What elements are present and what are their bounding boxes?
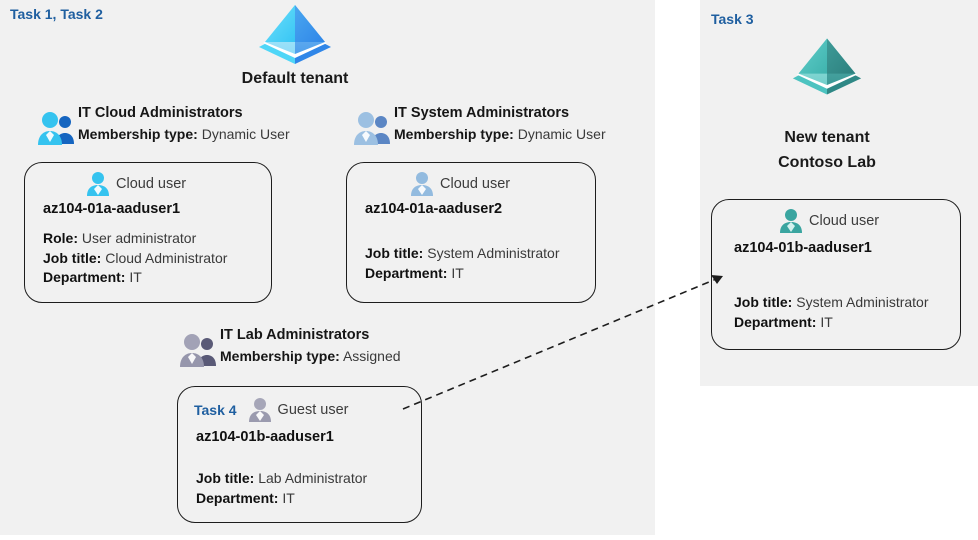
card-attr-value: User administrator [81,230,197,246]
group-users-icon [354,112,390,145]
card-attr-value: Lab Administrator [258,470,368,486]
card-username: az104-01a-aaduser1 [43,201,181,217]
cloud-user-icon [411,172,433,196]
group-membership-type: Membership type: Assigned [220,345,401,367]
card-attr-row: Department: IT [43,268,227,288]
user-card-az104-01a-aaduser1: Cloud user az104-01a-aaduser1 Role: User… [24,162,272,303]
card-attr-label: Department: [734,313,817,330]
group-text-block: IT Lab Administrators Membership type: A… [220,325,401,367]
user-card-az104-01a-aaduser2: Cloud user az104-01a-aaduser2 Job title:… [346,162,596,303]
group-name: IT Cloud Administrators [78,105,243,121]
task-label-3: Task 3 [711,11,754,27]
task-label-4: Task 4 [194,402,237,418]
card-attr-row: Job title: Lab Administrator [196,469,367,489]
group-name: IT System Administrators [394,105,570,121]
card-attr-row: Department: IT [365,264,560,284]
user-card-az104-01b-aaduser1-cloud: Cloud user az104-01b-aaduser1 Job title:… [711,199,961,350]
guest-user-icon [248,398,271,422]
group-membership-type: Membership type: Dynamic User [78,123,290,145]
card-attributes: Job title: System Administrator Departme… [365,244,560,283]
card-attr-label: Department: [365,264,448,281]
group-membership-type: Membership type: Dynamic User [394,123,606,145]
task-label-1-2: Task 1, Task 2 [10,6,103,22]
card-usertype-label: Guest user [277,402,349,418]
group-membership-value: Dynamic User [517,126,606,142]
card-attr-row: Role: User administrator [43,229,227,249]
card-attr-row: Department: IT [196,489,367,509]
group-text-block: IT System Administrators Membership type… [394,103,606,145]
card-attr-label: Job title: [734,294,793,310]
card-attr-row: Department: IT [734,313,929,333]
card-usertype-row: Cloud user [85,171,186,197]
card-attr-row: Job title: System Administrator [365,244,560,264]
user-card-az104-01b-aaduser1-guest: Task 4 Guest user az104-01b-aaduser1 Job… [177,386,422,523]
new-tenant-title-line2: Contoso Lab [778,154,876,171]
cloud-user-icon [87,172,109,196]
new-tenant-title: New tenant Contoso Lab [716,125,938,175]
card-attr-value: System Administrator [796,294,929,310]
card-attributes: Job title: Lab Administrator Department:… [196,469,367,508]
card-attr-label: Job title: [43,249,102,266]
group-text-block: IT Cloud Administrators Membership type:… [78,103,290,145]
azure-tenant-icon-default [259,5,331,64]
card-attr-value: IT [282,489,295,506]
card-usertype-label: Cloud user [440,176,511,192]
card-attributes: Role: User administrator Job title: Clou… [43,229,227,288]
card-usertype-row: Cloud user [778,208,879,234]
card-attr-label: Role: [43,230,78,246]
group-name: IT Lab Administrators [220,327,370,343]
group-membership-value: Dynamic User [201,126,290,142]
card-attr-value: IT [451,264,464,281]
group-membership-value: Assigned [342,348,401,364]
card-attr-value: System Administrator [427,245,560,261]
card-attr-value: Cloud Administrator [105,249,228,266]
group-membership-label: Membership type: [220,348,340,364]
card-attr-label: Department: [43,269,126,285]
card-attr-value: IT [820,313,833,330]
card-usertype-label: Cloud user [809,213,880,229]
card-username: az104-01a-aaduser2 [365,201,503,217]
card-usertype-label: Cloud user [116,176,187,192]
card-attributes: Job title: System Administrator Departme… [734,293,929,332]
azure-tenant-icon-new [792,38,862,95]
new-tenant-title-line1: New tenant [784,129,870,146]
card-attr-label: Job title: [365,245,424,261]
card-username: az104-01b-aaduser1 [196,429,334,445]
default-tenant-title: Default tenant [241,70,349,87]
card-attr-row: Job title: Cloud Administrator [43,249,227,269]
group-membership-label: Membership type: [78,126,198,142]
card-attr-label: Department: [196,489,279,506]
card-usertype-row: Cloud user [409,171,510,197]
group-users-icon [38,112,74,145]
card-attr-row: Job title: System Administrator [734,293,929,313]
card-usertype-row: Task 4 Guest user [194,397,348,423]
card-username: az104-01b-aaduser1 [734,240,872,256]
cloud-user-icon [780,209,802,233]
group-membership-label: Membership type: [394,126,514,142]
card-attr-label: Job title: [196,470,255,486]
card-attr-value: IT [129,269,142,285]
group-users-icon [180,334,216,367]
